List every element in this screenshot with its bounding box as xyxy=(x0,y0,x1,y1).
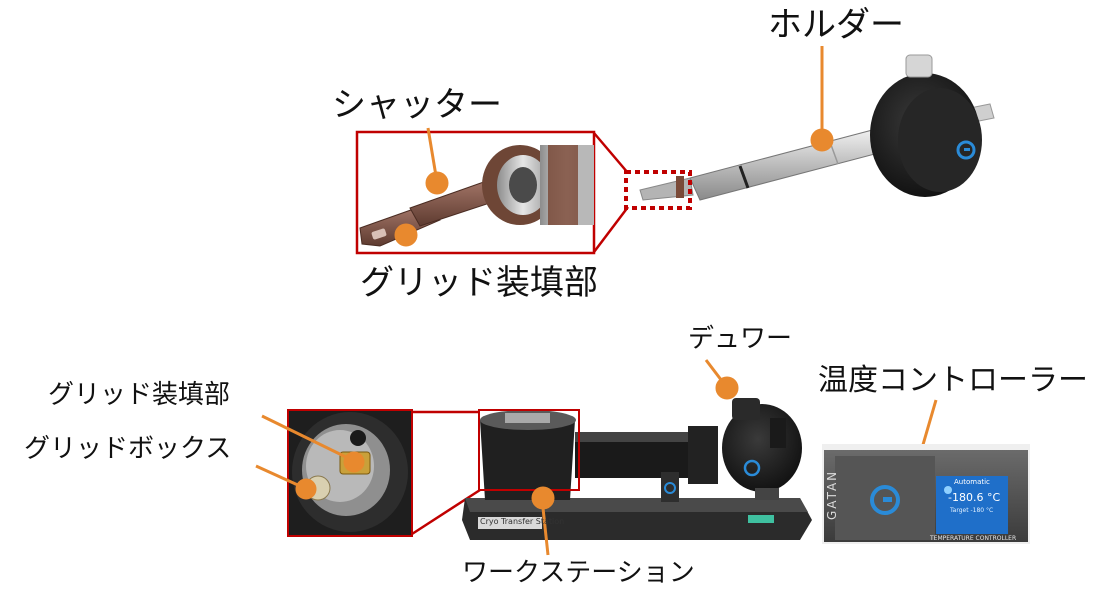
grid-loading-bottom-label: グリッド装填部 xyxy=(48,382,230,408)
dewar-label: デュワー xyxy=(688,326,792,352)
tip-zoom-inset xyxy=(357,132,594,253)
grid-loading-top-label: グリッド装填部 xyxy=(360,266,598,300)
workstation-plate-label: Cryo Transfer Station xyxy=(480,518,564,526)
workstation-label: ワークステーション xyxy=(462,560,695,586)
controller-brand: GATAN xyxy=(826,470,838,520)
grid-box-photo xyxy=(288,410,412,536)
grid-box-label: グリッドボックス xyxy=(24,436,231,462)
shutter-label: シャッター xyxy=(332,88,502,122)
temp-controller-label: 温度コントローラー xyxy=(818,366,1088,396)
cryo-holder xyxy=(640,55,994,200)
controller-screen-target: Target -180 °C xyxy=(950,508,993,514)
controller-caption: TEMPERATURE CONTROLLER xyxy=(930,536,1016,542)
holder-label: ホルダー xyxy=(768,8,904,42)
controller-screen-temp: -180.6 °C xyxy=(948,492,1000,503)
controller-screen-title: Automatic xyxy=(954,479,990,486)
